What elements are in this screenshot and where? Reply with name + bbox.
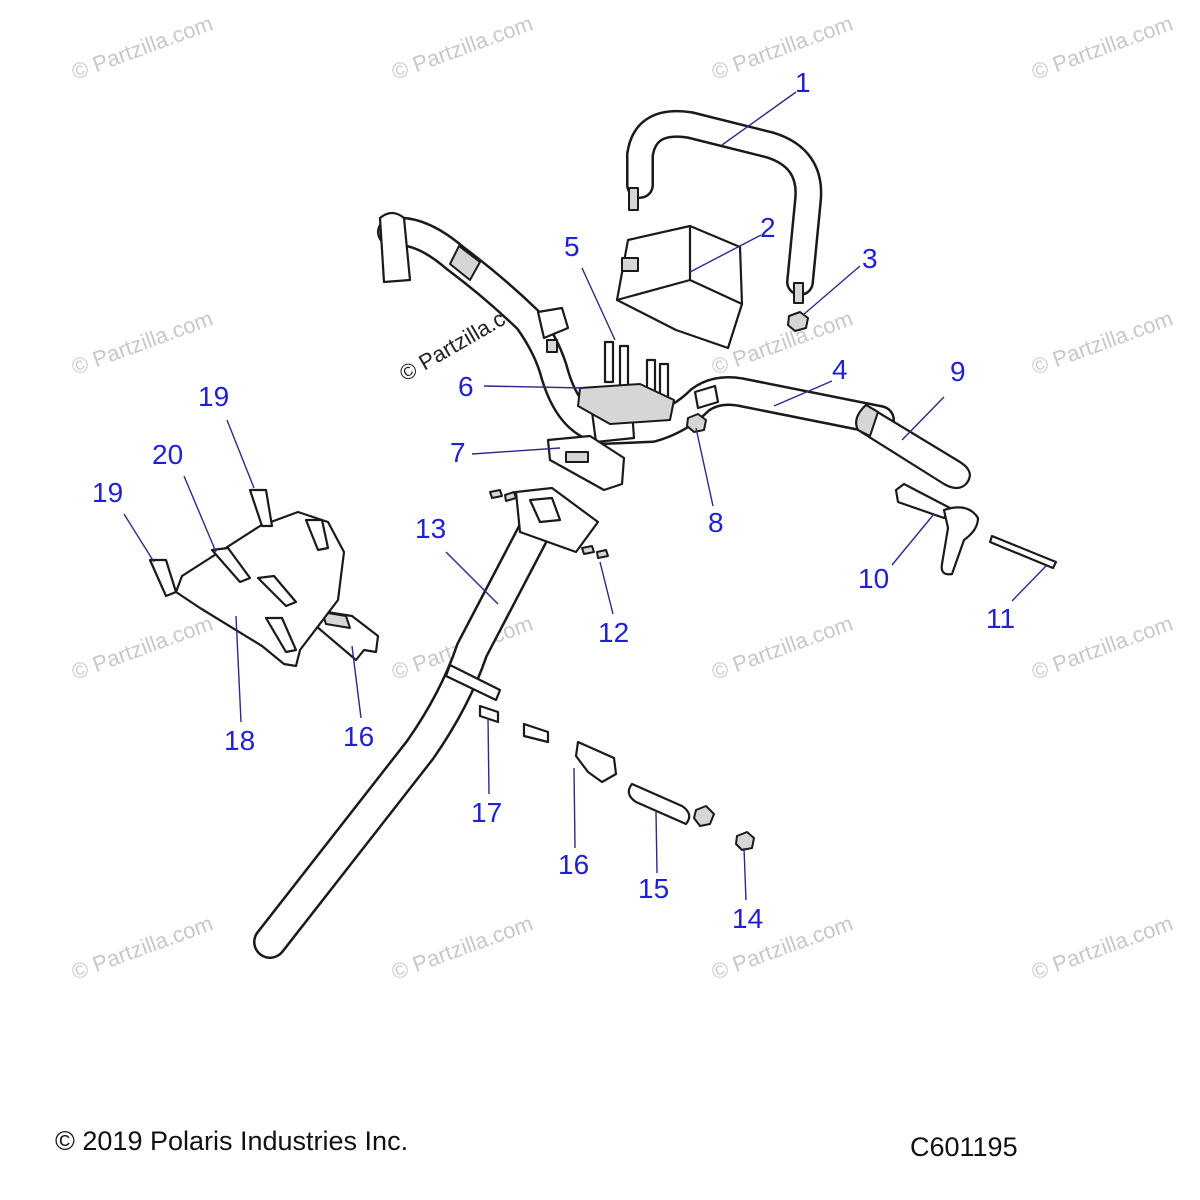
nut-part [686, 413, 707, 433]
watermark: © Partzilla.com [1028, 306, 1176, 380]
leader-line [901, 396, 945, 441]
leader-line [235, 615, 242, 723]
watermark: © Partzilla.com [68, 611, 216, 685]
leader-line [445, 551, 499, 605]
callout-labels: 1 2 3 4 5 6 7 8 9 10 11 12 13 14 15 16 1… [92, 67, 1015, 934]
callout-number: 8 [708, 507, 724, 538]
callout-number: 19 [198, 381, 229, 412]
leader-line [743, 847, 747, 901]
watermark: © Partzilla.com [388, 11, 536, 85]
watermark: © Partzilla.com [708, 611, 856, 685]
callout-number: 19 [92, 477, 123, 508]
callout-number: 18 [224, 725, 255, 756]
leader-line [721, 91, 797, 146]
leader-line [351, 645, 362, 719]
leader-line [581, 267, 616, 341]
callout-number: 16 [558, 849, 589, 880]
watermark: © Partzilla.com [708, 911, 856, 985]
watermark: © Partzilla.com [1028, 911, 1176, 985]
link-plate-part [627, 782, 715, 827]
grip-part [855, 403, 971, 490]
pivot-block-part [312, 608, 380, 662]
mounting-bracket-part [174, 510, 346, 668]
callout-number: 3 [862, 243, 878, 274]
watermark: © Partzilla.com [708, 11, 856, 85]
callout-number: 1 [795, 67, 811, 98]
leader-line [802, 265, 861, 316]
leader-line [1011, 565, 1047, 602]
pin-part [988, 534, 1058, 570]
callout-number: 9 [950, 356, 966, 387]
leader-line [689, 234, 762, 273]
watermark: © Partzilla.com [1028, 11, 1176, 85]
callout-number: 15 [638, 873, 669, 904]
leader-line [183, 475, 217, 553]
callout-number: 17 [471, 797, 502, 828]
callout-number: 6 [458, 371, 474, 402]
leader-lines [123, 91, 1047, 901]
leader-line [573, 767, 576, 849]
throttle-lever-part [894, 482, 980, 576]
leader-line [891, 513, 935, 566]
callout-number: 14 [732, 903, 763, 934]
callout-number: 2 [760, 212, 776, 243]
callout-number: 16 [343, 721, 374, 752]
watermark: © Partzilla.com [68, 911, 216, 985]
upper-clamp-part [577, 383, 675, 425]
lower-clamp-part [546, 434, 626, 492]
callout-number: 13 [415, 513, 446, 544]
watermark: © Partzilla.com [68, 306, 216, 380]
leader-line [123, 513, 155, 563]
callout-number: 20 [152, 439, 183, 470]
bushing-part [478, 704, 500, 724]
watermark: © Partzilla.com [68, 11, 216, 85]
leader-line [487, 717, 490, 795]
pivot-block-part [522, 722, 618, 784]
figure-code: C601195 [910, 1132, 1018, 1162]
leader-line [471, 447, 561, 455]
watermark-layer: © Partzilla.com © Partzilla.com © Partzi… [68, 11, 1176, 985]
handlebar-cover-part [615, 224, 744, 350]
callout-number: 12 [598, 617, 629, 648]
callout-number: 11 [986, 603, 1015, 634]
watermark: © Partzilla.com [388, 911, 536, 985]
nut-part [735, 831, 755, 851]
leader-line [226, 419, 255, 489]
leader-line [599, 561, 614, 615]
callout-number: 7 [450, 437, 466, 468]
grab-handle-part [626, 109, 823, 304]
steering-post-part [253, 486, 600, 959]
nut-part [787, 311, 809, 332]
leader-line [483, 385, 585, 389]
watermark: © Partzilla.com [1028, 611, 1176, 685]
leader-line [773, 380, 833, 407]
copyright-notice: © 2019 Polaris Industries Inc. [55, 1126, 409, 1156]
clip-set-part [489, 489, 609, 559]
callout-number: 4 [832, 354, 848, 385]
bracket-bolt-set-part [148, 488, 330, 654]
leader-line [655, 811, 658, 874]
callout-number: 10 [858, 563, 889, 594]
leader-line [695, 427, 714, 507]
callout-number: 5 [564, 231, 580, 262]
